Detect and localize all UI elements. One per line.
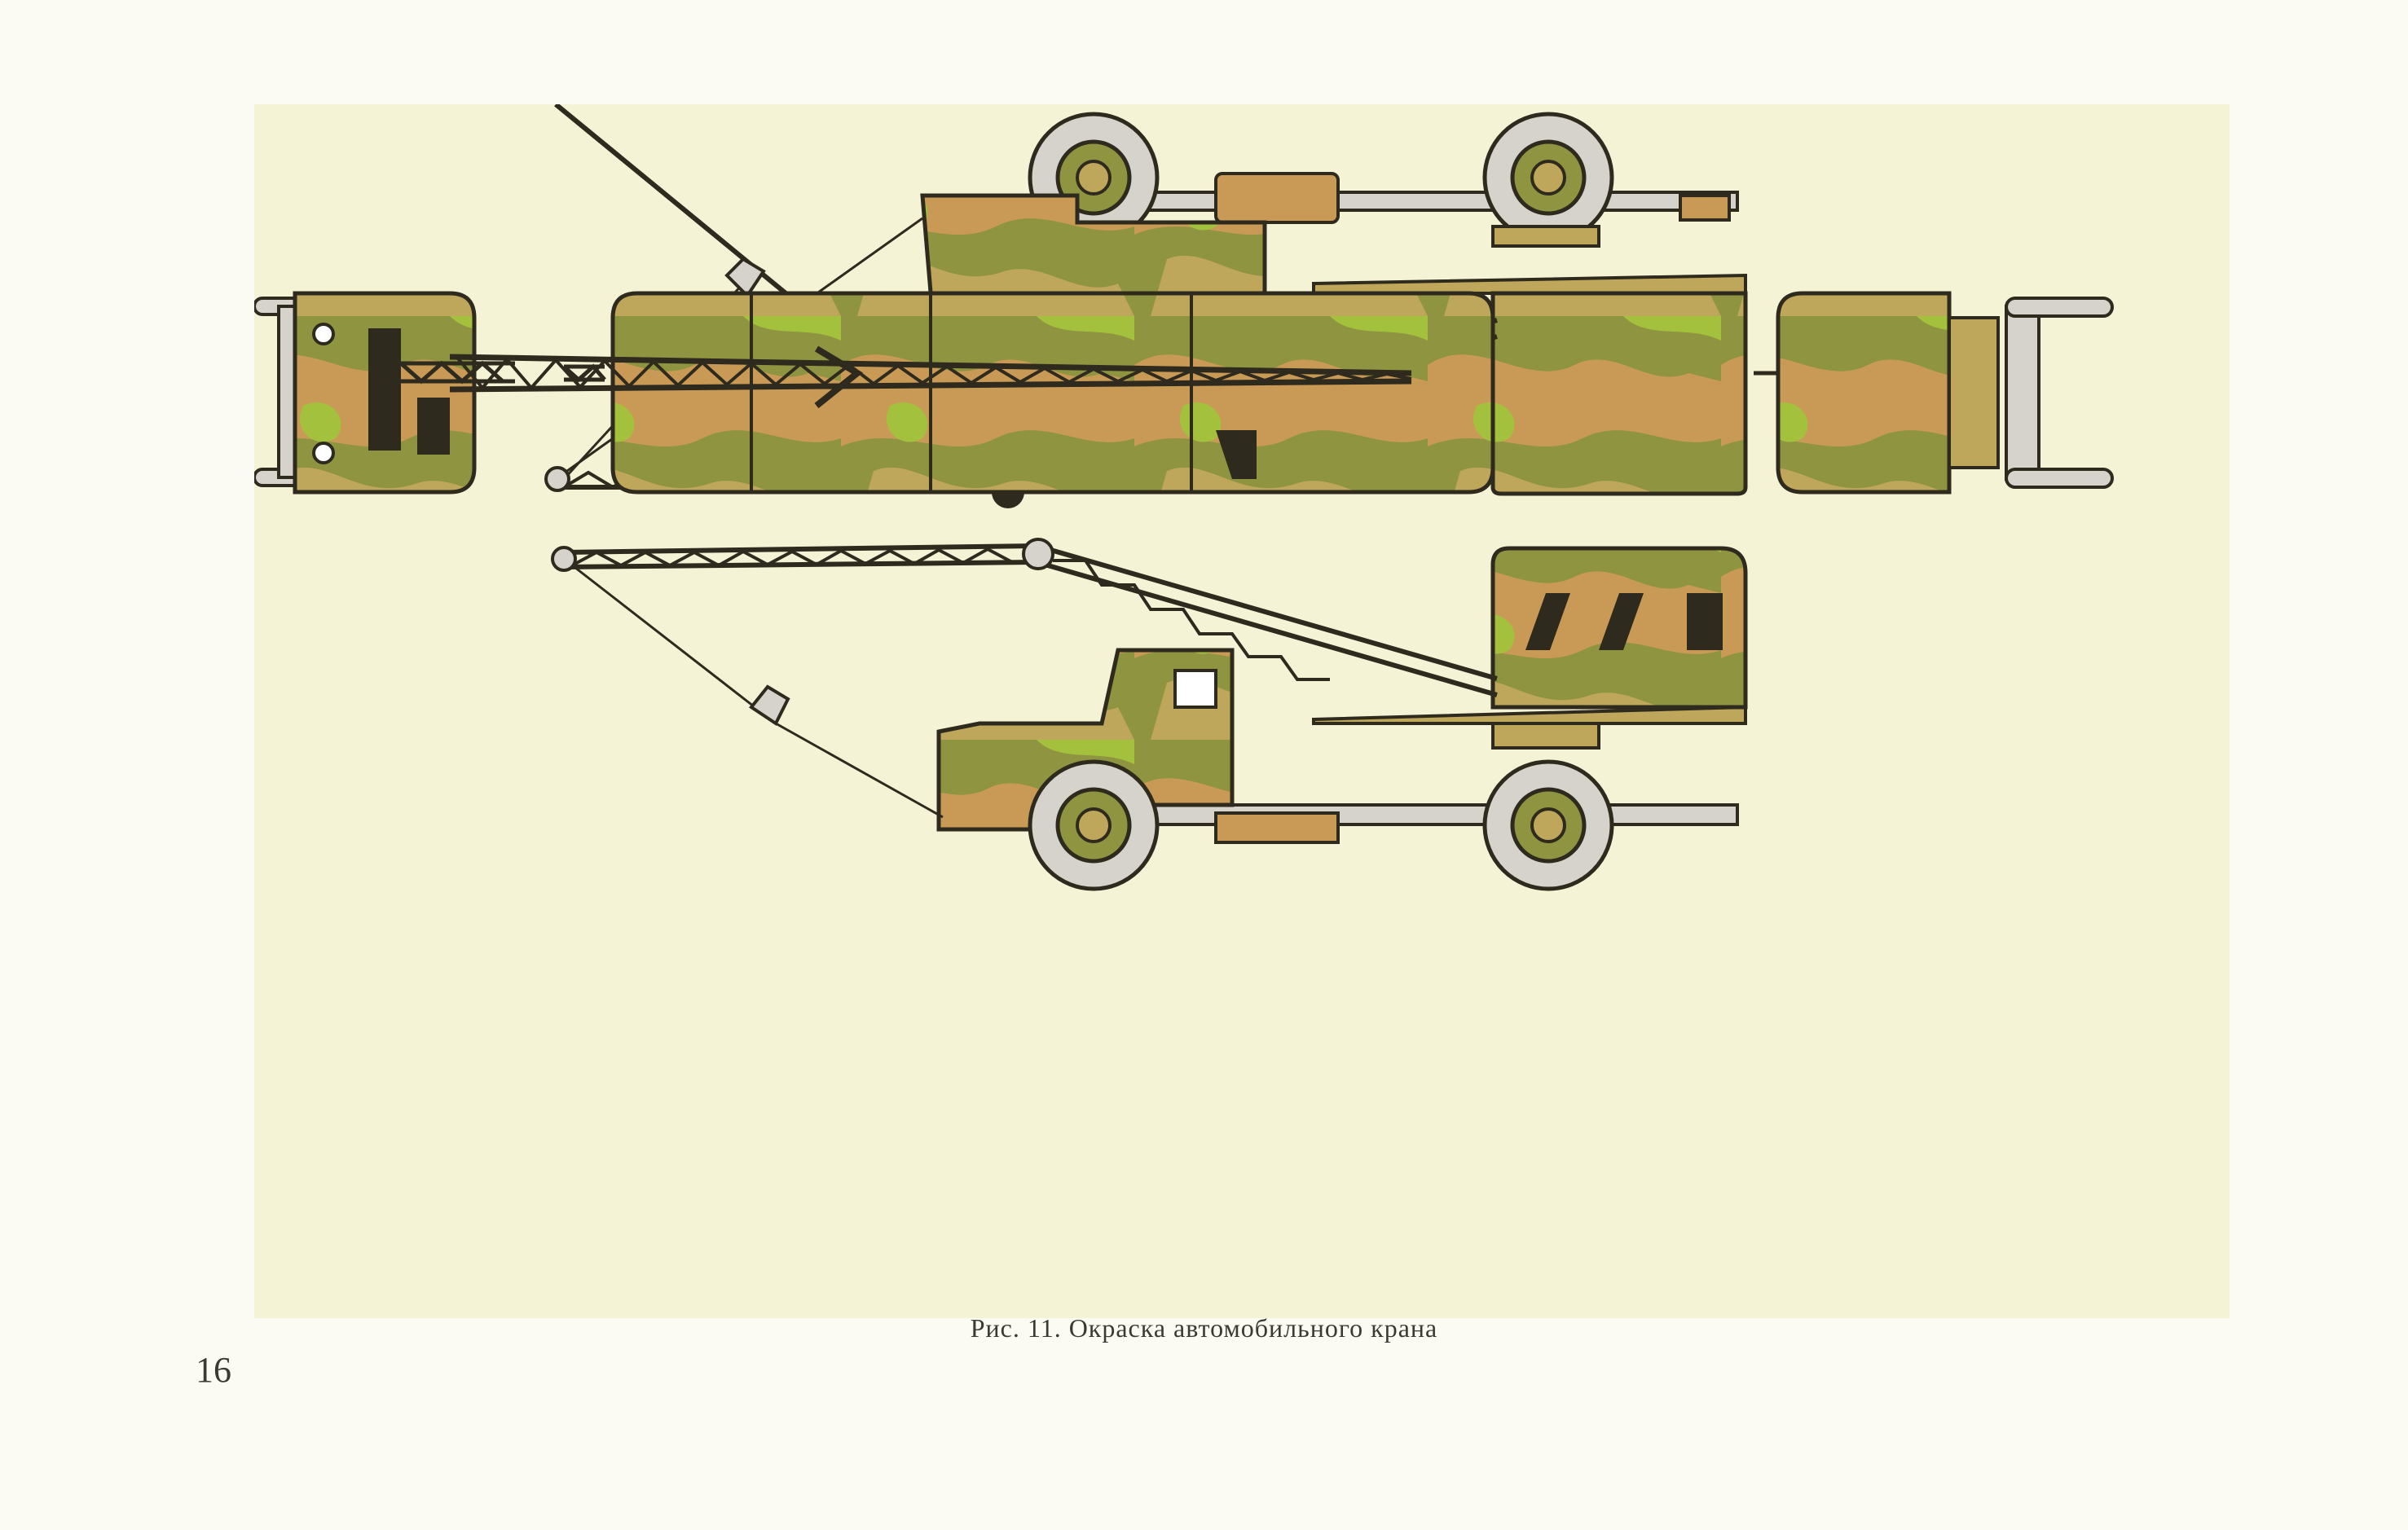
crane-front-view bbox=[254, 291, 606, 495]
page-number: 16 bbox=[196, 1350, 231, 1390]
figure-caption: Рис. 11. Окраска автомобильного крана bbox=[970, 1313, 1438, 1343]
crane-side-view-lower bbox=[551, 538, 1748, 891]
figure-plate bbox=[254, 104, 2230, 1318]
wheel bbox=[1028, 759, 1160, 891]
crane-plan-view bbox=[449, 291, 1495, 495]
crane-rear-view bbox=[1754, 291, 2114, 495]
wheel bbox=[1482, 112, 1614, 244]
crane-camouflage-illustration bbox=[254, 104, 2114, 891]
wheel bbox=[1482, 759, 1614, 891]
